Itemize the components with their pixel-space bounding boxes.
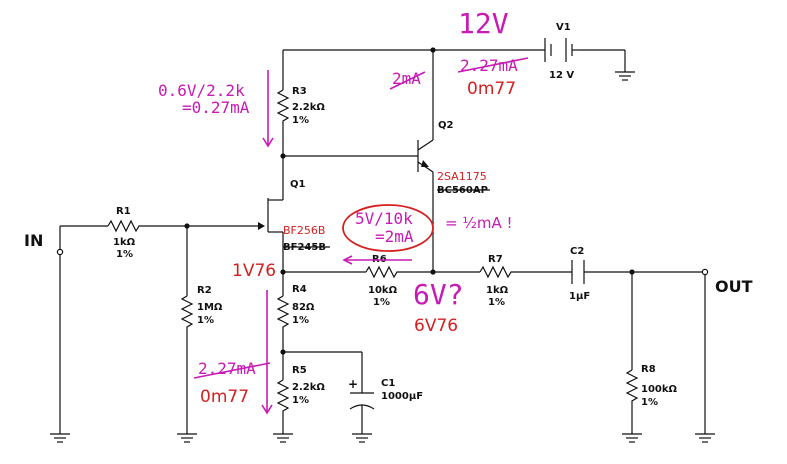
capacitor-c1: + C1 1000µF [348,377,423,410]
ground-symbols [50,71,715,443]
svg-text:R7: R7 [488,254,503,265]
svg-text:82Ω: 82Ω [292,302,315,313]
svg-text:Q2: Q2 [438,120,454,131]
svg-text:1MΩ: 1MΩ [197,302,223,313]
svg-text:1%: 1% [116,249,133,260]
svg-text:R8: R8 [641,364,656,375]
svg-text:1%: 1% [641,397,658,408]
battery-v1: V1 12 V [544,22,580,81]
ground-4 [352,433,372,443]
svg-text:C1: C1 [381,378,395,389]
ground-current-new: 0m77 [200,387,249,407]
junction-dots [184,47,635,355]
resistor-r2: R2 1MΩ 1% [180,285,223,330]
svg-text:1%: 1% [292,395,309,406]
ground-3 [273,433,293,443]
ground-7 [615,71,635,81]
svg-text:Q1: Q1 [290,179,306,190]
transistor-q2: Q2 2SA1175 BC560AP [417,120,490,196]
svg-text:10kΩ: 10kΩ [368,285,398,296]
q1-source-voltage: 1V76 [232,261,276,281]
capacitor-c2: C2 1µF [569,246,590,302]
svg-text:100kΩ: 100kΩ [641,384,678,395]
svg-text:1%: 1% [488,297,505,308]
terminals: IN OUT [24,231,753,296]
svg-text:1%: 1% [373,297,390,308]
svg-text:R1: R1 [116,206,131,217]
svg-text:C2: C2 [570,246,584,257]
out-terminal-label: OUT [715,277,753,296]
wires [59,49,706,434]
transistor-q1: Q1 BF245B BF256B [258,179,330,253]
svg-text:1µF: 1µF [569,291,590,302]
resistor-r1: R1 1kΩ 1% [107,206,142,260]
svg-text:12 V: 12 V [549,70,574,81]
svg-text:2SA1175: 2SA1175 [437,170,487,183]
resistor-r7: R7 1kΩ 1% [479,254,514,308]
svg-text:1000µF: 1000µF [381,391,423,402]
svg-text:2.2kΩ: 2.2kΩ [292,382,325,393]
svg-text:+: + [348,377,358,391]
annotations: 12V 0.6V/2.2k =0.27mA 2mA 2.27mA 0m77 5V… [158,7,529,415]
svg-text:V1: V1 [556,22,571,33]
svg-text:R3: R3 [292,86,307,97]
r6-calc-line2: =2mA [375,227,414,246]
out-voltage-question: 6V? [413,278,464,311]
ground-current-old: 2.27mA [198,359,256,378]
r3-calc-line2: =0.27mA [182,98,250,117]
ground-2 [177,433,197,443]
r6-calc-line1: 5V/10k [355,209,413,228]
resistor-r4: R4 82Ω 1% [276,284,315,330]
in-terminal-label: IN [24,231,43,250]
resistor-r8: R8 100kΩ 1% [625,364,678,408]
svg-text:1%: 1% [292,315,309,326]
resistor-r5: R5 2.2kΩ 1% [276,365,325,414]
resistor-r6: R6 10kΩ 1% [365,254,400,308]
q2-current-annotation: 2mA [392,69,421,88]
ground-5 [622,433,642,443]
ground-1 [50,433,70,443]
ground-6 [695,433,715,443]
svg-text:1%: 1% [292,115,309,126]
r6-calc-circle [342,204,434,252]
r6-note: = ½mA ! [445,214,513,232]
svg-text:1kΩ: 1kΩ [113,237,136,248]
r3-calc-line1: 0.6V/2.2k [158,81,245,100]
supply-current-new: 0m77 [467,79,516,99]
svg-text:R4: R4 [292,284,307,295]
svg-text:2.2kΩ: 2.2kΩ [292,102,325,113]
svg-text:R2: R2 [197,285,212,296]
svg-text:R5: R5 [292,365,307,376]
svg-text:1%: 1% [197,315,214,326]
supply-annotation: 12V [458,7,509,40]
svg-text:BF256B: BF256B [283,224,325,237]
svg-text:1kΩ: 1kΩ [486,285,509,296]
resistor-r3: R3 2.2kΩ 1% [276,86,325,126]
out-voltage: 6V76 [414,316,458,336]
